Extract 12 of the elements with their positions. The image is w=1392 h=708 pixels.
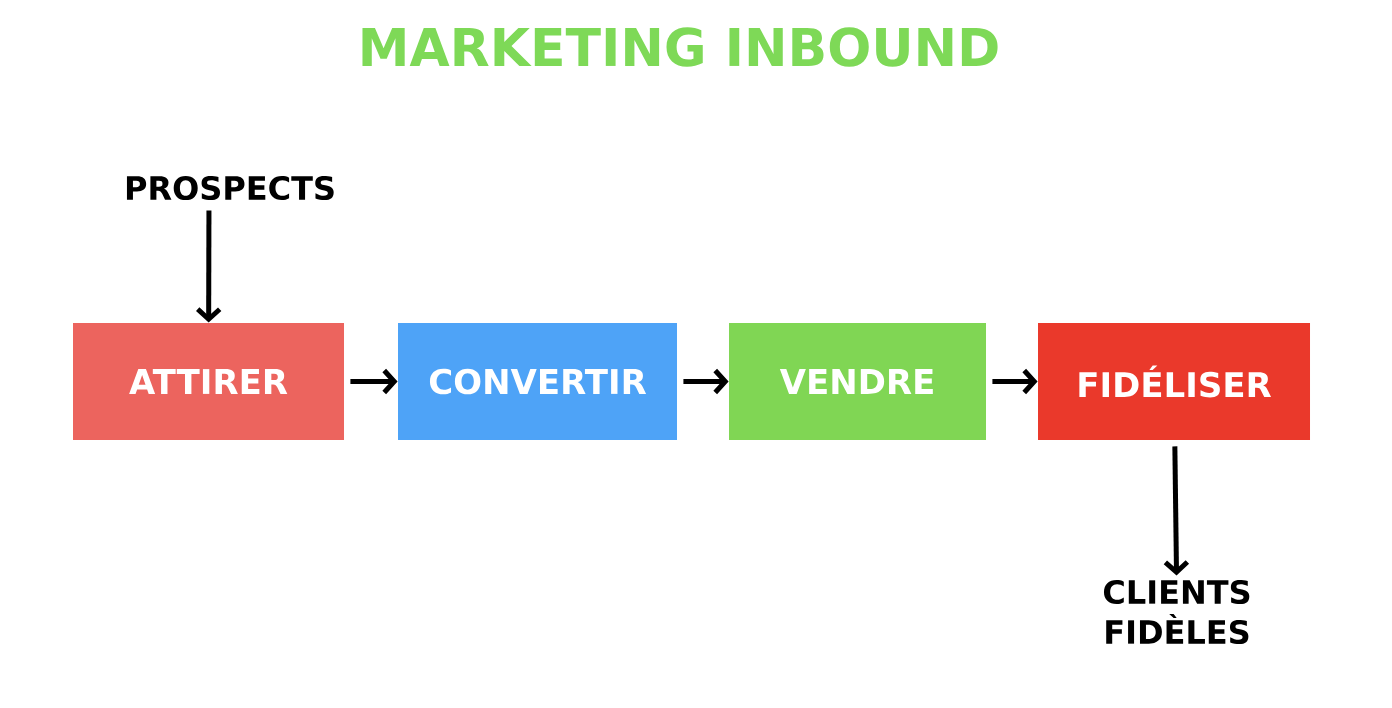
- process-box: CONVERTIR: [398, 323, 677, 440]
- arrow: [196, 210, 222, 323]
- arrow: [350, 368, 398, 395]
- arrow: [683, 368, 729, 395]
- process-box: FIDÉLISER: [1038, 323, 1310, 440]
- stage-label: PROSPECTS: [126, 175, 334, 201]
- title: MARKETING INBOUND: [362, 27, 998, 67]
- arrow: [992, 368, 1038, 395]
- process-box: VENDRE: [729, 323, 986, 440]
- stage-label: CLIENTS FIDÈLES: [1103, 579, 1250, 645]
- arrow: [1163, 446, 1190, 576]
- process-box: ATTIRER: [73, 323, 344, 440]
